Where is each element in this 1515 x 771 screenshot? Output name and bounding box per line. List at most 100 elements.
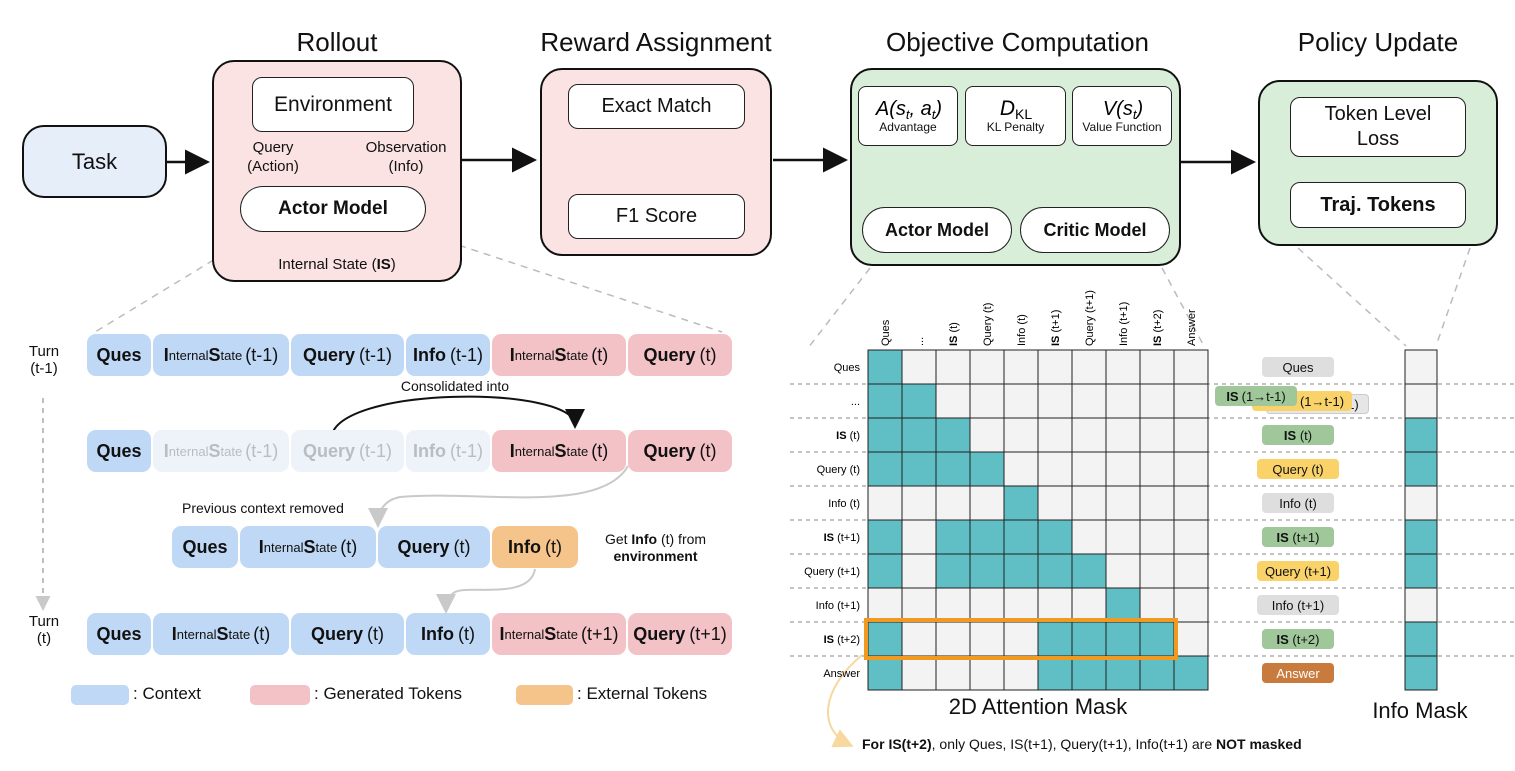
row3-ques: Ques <box>172 526 238 568</box>
mask-cell <box>901 383 937 419</box>
mask-cell <box>1071 621 1107 657</box>
row-tag-label: Ques <box>1282 360 1314 375</box>
row-tag-label: Info (t+1) <box>1272 598 1324 613</box>
legend-context-swatch <box>71 685 129 705</box>
row-tag-bg <box>1262 663 1334 683</box>
mask-cell <box>1139 383 1175 419</box>
legend-context-label: : Context <box>133 684 202 703</box>
critic-model: Critic Model <box>1020 207 1170 253</box>
mask-row-label: Query (t) <box>817 464 860 476</box>
mask-cell <box>935 621 971 657</box>
mask-row-label: IS (t+2) <box>824 634 860 646</box>
mask-cell <box>901 451 937 487</box>
mask-cell <box>1003 553 1039 589</box>
row-tag-bg <box>1257 459 1339 479</box>
mask-cell <box>1173 417 1209 453</box>
info-mask-cell <box>1404 587 1438 623</box>
row-tag-label: Query (t+1) <box>1265 564 1331 579</box>
info-mask-cell <box>1404 383 1438 419</box>
mask-cell <box>1037 417 1073 453</box>
mask-cell <box>1139 655 1175 691</box>
value-formula: V(st) <box>1103 98 1143 122</box>
mask-cell <box>1071 451 1107 487</box>
mask-cell <box>1139 349 1175 385</box>
removed-label: Previous context removed <box>182 500 344 516</box>
mask-cell <box>1105 655 1141 691</box>
mask-cell <box>901 519 937 555</box>
row1-query-generated: Query(t) <box>628 334 732 376</box>
row-tag-bg <box>1262 357 1334 377</box>
mask-cell <box>1037 485 1073 521</box>
mask-row-label: Info (t) <box>828 498 860 510</box>
mask-cell <box>969 655 1005 691</box>
mask-cell <box>1003 485 1039 521</box>
mask-cell <box>867 349 903 385</box>
mask-cell <box>1037 655 1073 691</box>
row2-ques: Ques <box>87 430 151 472</box>
row3-query: Query(t) <box>378 526 490 568</box>
mask-cell <box>867 417 903 453</box>
consolidated-label: Consolidated into <box>400 378 510 394</box>
mask-col-label: Query (t+1) <box>1084 290 1096 346</box>
mask-cell <box>969 587 1005 623</box>
mask-cell <box>935 587 971 623</box>
mask-col-label: IS (t+1) <box>1050 310 1062 346</box>
svg-text:A(st, at): A(st, at) <box>875 98 942 122</box>
mask-cell <box>1003 349 1039 385</box>
mask-row-label: IS (t) <box>836 430 860 442</box>
mask-col-label: Info (t) <box>1016 314 1028 346</box>
mask-row-label: Answer <box>823 668 860 680</box>
mask-cell <box>1037 519 1073 555</box>
mask-cell <box>1037 587 1073 623</box>
row-tag-bg <box>1257 595 1339 615</box>
stage-title-rollout: Rollout <box>296 27 378 57</box>
stage-title-objective: Objective Computation <box>885 27 1150 57</box>
mask-cell <box>1071 383 1107 419</box>
f1-score-box: F1 Score <box>568 194 745 239</box>
row-tag-bg <box>1262 493 1334 513</box>
attention-mask-chart: Ques... IS (t) Query (t) Info (t) IS (t+1) Qu… <box>790 290 1515 691</box>
mask-cell <box>901 587 937 623</box>
kl-penalty-box: DKL KL Penalty <box>965 86 1066 146</box>
mask-cell <box>935 485 971 521</box>
info-mask-cell <box>1404 553 1438 589</box>
mask-cell <box>867 587 903 623</box>
info-mask-cell <box>1404 349 1438 385</box>
info-mask-cell <box>1404 621 1438 657</box>
observation-info-label: Observation(Info) <box>365 139 447 175</box>
mask-cell <box>1071 519 1107 555</box>
mask-col-label: ... <box>914 337 926 346</box>
kl-formula: DKL <box>1000 97 1033 122</box>
mask-cell <box>1105 417 1141 453</box>
mask-cell <box>969 553 1005 589</box>
mask-cell <box>1173 451 1209 487</box>
mask-cell <box>1139 451 1175 487</box>
svg-text:DKL: DKL <box>1000 97 1033 122</box>
mask-cell <box>1105 553 1141 589</box>
row-tag-bg <box>1262 527 1334 547</box>
mask-cell <box>1173 621 1209 657</box>
attention-mask-title: 2D Attention Mask <box>948 694 1128 719</box>
legend-external-swatch <box>516 685 573 705</box>
mask-cell <box>1173 383 1209 419</box>
mask-row-label: IS (t+1) <box>824 532 860 544</box>
objective-actor-model: Actor Model <box>862 207 1012 253</box>
mask-cell <box>901 655 937 691</box>
rollout-actor-model: Actor Model <box>240 186 426 232</box>
mask-cell <box>901 485 937 521</box>
mask-cell <box>1173 349 1209 385</box>
mask-cell <box>867 621 903 657</box>
mask-cell <box>969 451 1005 487</box>
mask-cell <box>935 451 971 487</box>
mask-cell <box>969 519 1005 555</box>
internal-state-label: Internal State (IS) <box>278 256 396 273</box>
highlight-is-t-plus-2 <box>864 618 1178 660</box>
mask-cell <box>1173 587 1209 623</box>
mask-cell <box>935 553 971 589</box>
legend-external-label: : External Tokens <box>577 684 708 703</box>
mask-cell <box>1071 417 1107 453</box>
row1-query: Query(t-1) <box>291 334 404 376</box>
